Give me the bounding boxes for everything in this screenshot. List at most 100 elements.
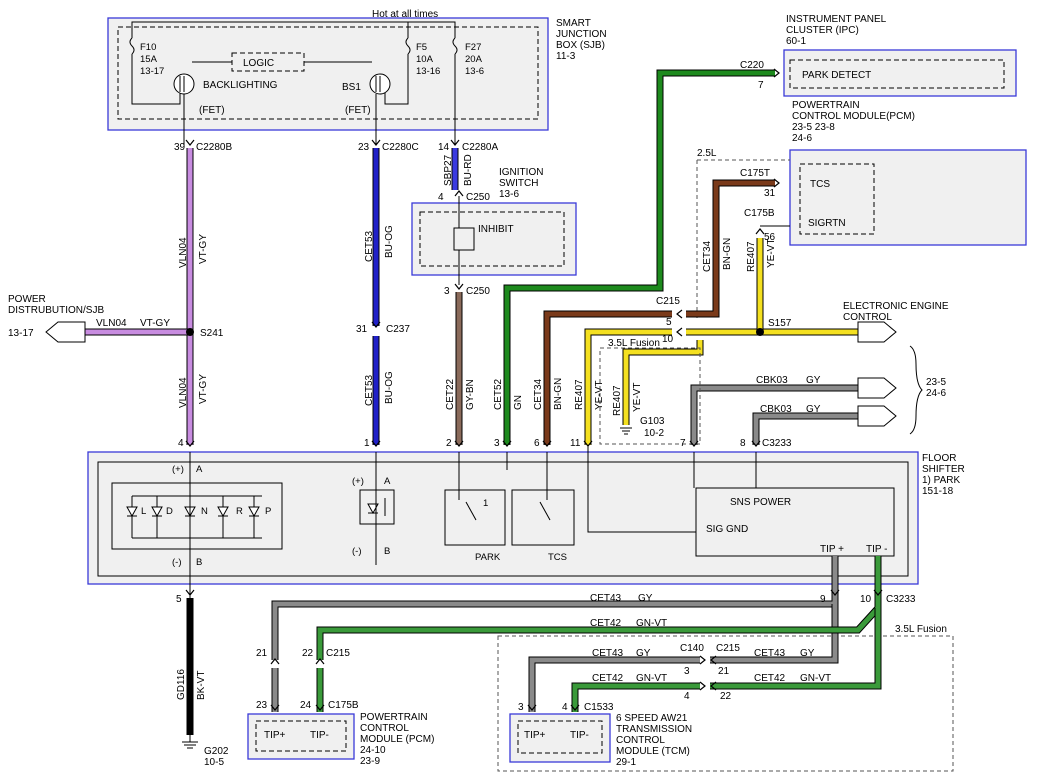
pcm-top-tcs: TCS — [810, 179, 830, 190]
conn-c2280b: C2280B — [196, 142, 232, 153]
pcm-bottom-title-3: MODULE (PCM) — [360, 734, 434, 745]
pd-title-2: DISTRUBUTION/SJB — [8, 305, 104, 316]
sjb-title-4: 11-3 — [556, 51, 576, 62]
ipc-title-1: INSTRUMENT PANEL — [786, 14, 887, 25]
shifter-title-2: SHIFTER — [922, 464, 965, 475]
circ-vtgy-c: VT-GY — [198, 374, 209, 404]
conn-c250-b: C250 — [466, 286, 490, 297]
circ-vln04-b: VLN04 — [178, 237, 189, 268]
sns-power-label: SNS POWER — [730, 497, 791, 508]
conn-c215-b: C215 — [326, 648, 350, 659]
spin-7: 7 — [680, 438, 686, 449]
ground-g202-ref: 10-5 — [204, 757, 224, 768]
fusion1-label: 3.5L Fusion — [608, 338, 660, 349]
circ-gn: GN — [513, 395, 524, 410]
fet1-label: (FET) — [199, 105, 225, 116]
circ-cet52: CET52 — [493, 378, 504, 410]
circ-yevt-c: YE-VT — [766, 239, 777, 268]
fusion-region-1 — [599, 347, 701, 445]
pin-4c: 4 — [684, 691, 690, 702]
tcm-title-4: MODULE (TCM) — [616, 746, 690, 757]
b1-label: B — [196, 557, 202, 568]
gear-d: D — [166, 506, 173, 517]
circ-yevt-a: YE-VT — [594, 381, 605, 410]
inhibit-relay-icon — [453, 227, 475, 251]
engine-control-connector — [857, 321, 897, 343]
wire-cet43-gy-d — [529, 657, 700, 712]
pcm-bottom-title-2: CONTROL — [360, 723, 409, 734]
pin-5b: 5 — [176, 594, 182, 605]
fuse-f5-id: F5 — [416, 42, 427, 53]
pcm-bottom-tip-minus: TIP- — [310, 730, 329, 741]
gear-p: P — [265, 506, 271, 517]
wire-ye-vt-4 — [623, 340, 703, 425]
ec-title-1: ELECTRONIC ENGINE — [843, 301, 949, 312]
circ-gy-d: GY — [636, 648, 651, 659]
circ-buog-b: BU-OG — [384, 371, 395, 404]
tcm-title-3: CONTROL — [616, 735, 665, 746]
shifter-title-3: 1) PARK — [922, 475, 960, 486]
fuse-f10-ref: 13-17 — [140, 66, 164, 77]
ipc-title-3: 60-1 — [786, 36, 806, 47]
pd-ref: 13-17 — [8, 328, 34, 339]
pd-title-1: POWER — [8, 294, 46, 305]
circ-vln04-c: VLN04 — [178, 377, 189, 408]
circ-cet43-b: CET43 — [592, 648, 624, 659]
sig-gnd-label: SIG GND — [706, 524, 748, 535]
circ-bkvt: BK-VT — [196, 671, 207, 700]
tcm-title-2: TRANSMISSION — [616, 724, 692, 735]
wire-gy-1 — [691, 385, 858, 445]
circ-gd116: GD116 — [176, 669, 187, 700]
circ-cet22: CET22 — [445, 378, 456, 410]
pin-39: 39 — [174, 142, 186, 153]
circ-sbp27: SBP27 — [443, 154, 454, 186]
tcm-title-5: 29-1 — [616, 757, 636, 768]
fet2-label: (FET) — [345, 105, 371, 116]
circ-gy-b: GY — [806, 404, 821, 415]
pin-4d: 4 — [562, 702, 568, 713]
ignition-title-2: SWITCH — [499, 178, 538, 189]
fusion-region-2 — [497, 635, 954, 772]
circ-bngn-a: BN-GN — [553, 378, 564, 410]
spin-8: 8 — [740, 438, 746, 449]
power-dist-connector — [45, 321, 86, 343]
spin-3: 3 — [494, 438, 500, 449]
spin-4: 4 — [178, 438, 184, 449]
sw1-label: 1 — [483, 498, 488, 509]
circ-vln04-h: VLN04 — [96, 318, 127, 329]
conn-c237: C237 — [386, 324, 410, 335]
sjb-title-2: JUNCTION — [556, 29, 607, 40]
wire-cet43-gy-c — [710, 604, 838, 663]
circ-vtgy-b: VT-GY — [198, 234, 209, 264]
wire-gy-2 — [753, 413, 858, 445]
circ-gy-e: GY — [800, 648, 815, 659]
spin-2: 2 — [446, 438, 452, 449]
pin-10: 10 — [662, 334, 674, 345]
circ-cet53-b: CET53 — [364, 374, 375, 406]
pin-9: 9 — [820, 594, 826, 605]
pin-21b: 21 — [718, 666, 730, 677]
pcm-top-title-4: 24-6 — [792, 133, 812, 144]
tip-plus-label: TIP + — [820, 544, 844, 555]
pin-3b: 3 — [684, 666, 690, 677]
circ-burd: BU-RD — [463, 154, 474, 186]
circ-cet43-a: CET43 — [590, 593, 622, 604]
park-switch-box — [444, 489, 506, 546]
b2-label: B — [384, 546, 390, 557]
fuse-f10-rating: 15A — [140, 54, 158, 65]
circ-cet34-a: CET34 — [533, 378, 544, 410]
circ-gy-c: GY — [638, 593, 653, 604]
brace — [909, 345, 923, 435]
spin-1: 1 — [364, 438, 370, 449]
engine-25l: 2.5L — [697, 148, 717, 159]
circ-cbk03-b: CBK03 — [760, 404, 792, 415]
conn-c175t: C175T — [740, 168, 770, 179]
shifter-title-1: FLOOR — [922, 453, 956, 464]
pcm-bottom-title-1: POWERTRAIN — [360, 712, 428, 723]
pin-31: 31 — [356, 324, 368, 335]
circ-cbk03-a: CBK03 — [756, 375, 788, 386]
park-label: PARK — [475, 552, 501, 563]
pcm-top-title-1: POWERTRAIN — [792, 100, 860, 111]
wire-cet42-gnvt-d — [572, 683, 700, 712]
circ-cet42-b: CET42 — [592, 673, 624, 684]
